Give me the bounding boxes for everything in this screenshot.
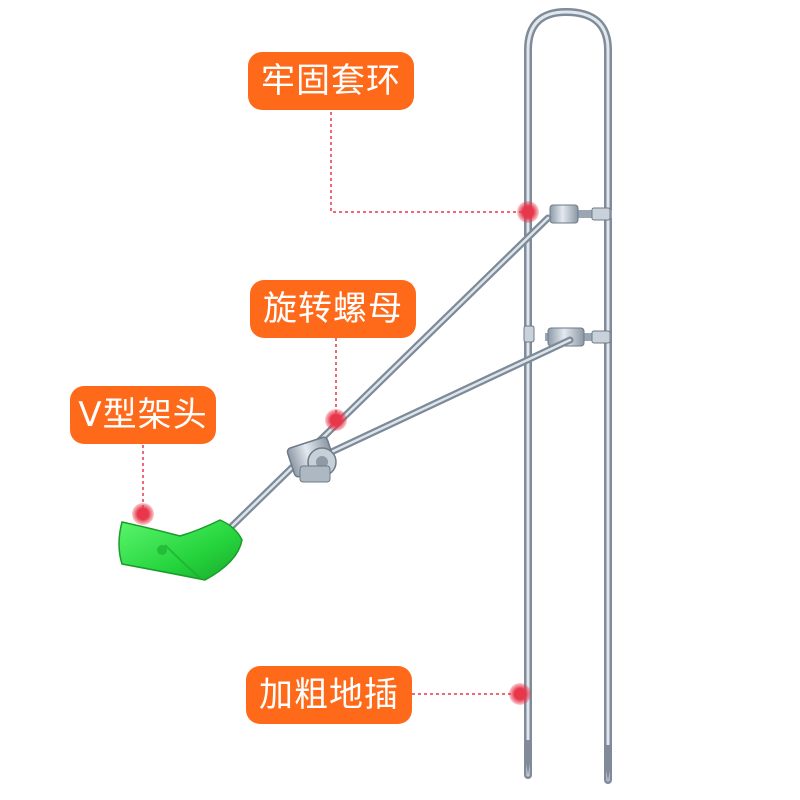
lower-clamp [523,325,611,347]
label-ring: 牢固套环 [248,52,414,110]
main-arm [226,214,552,532]
upper-clamp [549,204,612,224]
label-nut: 旋转螺母 [250,280,416,338]
marker-nut [325,409,347,431]
marker-stake [509,683,531,705]
label-stake: 加粗地插 [246,666,412,724]
leader-lines [142,112,528,695]
markers [132,201,539,705]
v-head [118,519,243,581]
label-head: V型架头 [70,386,216,444]
marker-ring [517,201,539,223]
leader-ring [330,112,528,213]
marker-head [132,503,154,525]
swivel-nut [286,436,337,483]
u-stake [524,7,612,785]
brace-arm [321,336,574,459]
